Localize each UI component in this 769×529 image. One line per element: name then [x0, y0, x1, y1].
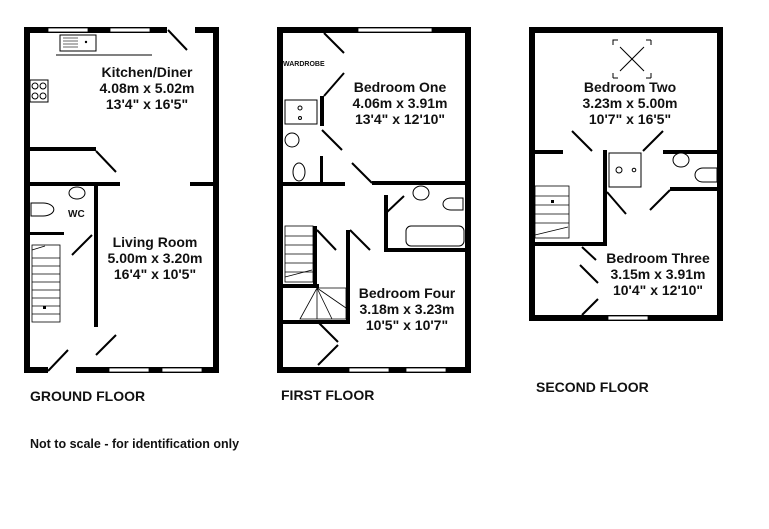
first-floor-label: FIRST FLOOR: [281, 387, 375, 403]
room-bedroom-two: Bedroom Two 3.23m x 5.00m 10'7" x 16'5": [565, 79, 695, 127]
room-metric-dimensions: 3.23m x 5.00m: [582, 95, 678, 111]
room-imperial-dimensions: 13'4" x 16'5": [105, 96, 189, 112]
room-name: Living Room: [112, 234, 198, 250]
room-bedroom-one: Bedroom One 4.06m x 3.91m 13'4" x 12'10": [330, 79, 470, 127]
room-name: Bedroom Two: [583, 79, 677, 95]
ground-floor-label: GROUND FLOOR: [30, 388, 146, 404]
room-name: Bedroom Four: [358, 285, 456, 301]
room-wc-label: WC: [68, 209, 85, 220]
ground-floor-plan: [24, 27, 219, 373]
room-living-room: Living Room 5.00m x 3.20m 16'4" x 10'5": [80, 234, 230, 282]
room-metric-dimensions: 3.15m x 3.91m: [610, 266, 706, 282]
room-imperial-dimensions: 10'4" x 12'10": [612, 282, 703, 298]
room-metric-dimensions: 5.00m x 3.20m: [107, 250, 203, 266]
room-imperial-dimensions: 10'7" x 16'5": [588, 111, 672, 127]
room-imperial-dimensions: 16'4" x 10'5": [113, 266, 197, 282]
room-metric-dimensions: 3.18m x 3.23m: [359, 301, 455, 317]
room-name: Bedroom One: [353, 79, 447, 95]
room-metric-dimensions: 4.08m x 5.02m: [99, 80, 195, 96]
room-name: Bedroom Three: [606, 250, 710, 266]
room-metric-dimensions: 4.06m x 3.91m: [352, 95, 448, 111]
room-bedroom-four: Bedroom Four 3.18m x 3.23m 10'5" x 10'7": [342, 285, 472, 333]
first-floor-plan: [277, 27, 471, 373]
room-kitchen-diner: Kitchen/Diner 4.08m x 5.02m 13'4" x 16'5…: [72, 64, 222, 112]
room-wardrobe-label: WARDROBE: [283, 61, 325, 68]
room-imperial-dimensions: 13'4" x 12'10": [354, 111, 445, 127]
room-bedroom-three: Bedroom Three 3.15m x 3.91m 10'4" x 12'1…: [594, 250, 722, 298]
disclaimer-note: Not to scale - for identification only: [30, 437, 240, 451]
room-name: Kitchen/Diner: [101, 64, 193, 80]
second-floor-label: SECOND FLOOR: [536, 379, 649, 395]
room-imperial-dimensions: 10'5" x 10'7": [365, 317, 449, 333]
second-floor-plan: [529, 27, 723, 321]
